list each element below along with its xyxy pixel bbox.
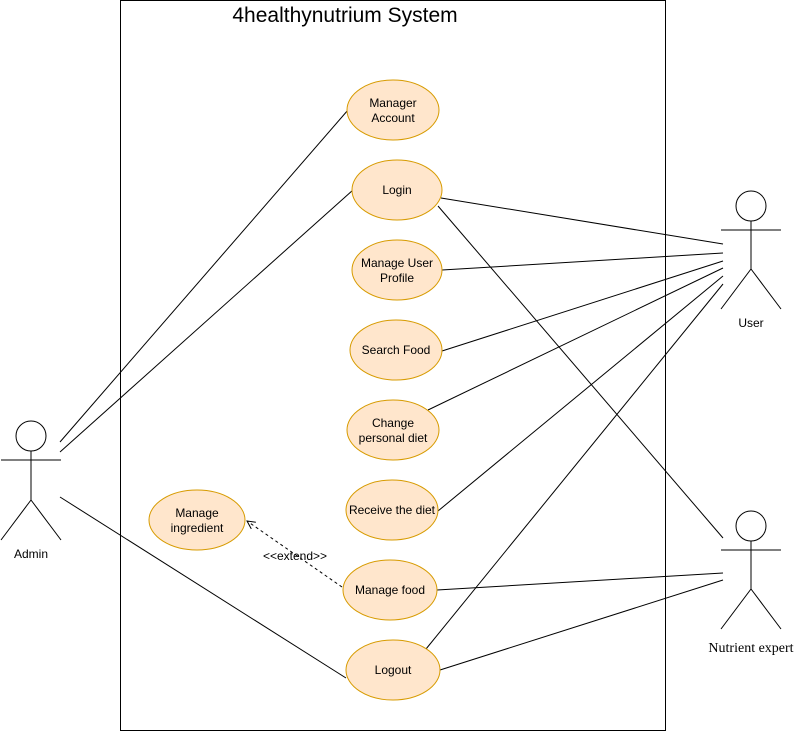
usecase-manage-ingredient[interactable]: Manage ingredient (148, 489, 246, 551)
actor-user-label: User (738, 316, 763, 330)
actor-right-leg (30, 499, 62, 541)
assoc-user-manage-profile (441, 252, 724, 271)
usecase-label: Account (371, 111, 415, 125)
usecase-label: Change (372, 416, 414, 430)
actor-head (15, 420, 47, 452)
extend-arrow (247, 521, 343, 588)
actor-right-leg (750, 268, 782, 310)
actor-head (735, 190, 767, 222)
usecase-manage-user-profile[interactable]: Manage User Profile (351, 239, 443, 301)
usecase-label: Search Food (362, 343, 431, 357)
assoc-user-login (440, 197, 724, 245)
usecase-logout[interactable]: Logout (345, 639, 441, 701)
usecase-label: Manager (369, 96, 416, 110)
actor-admin[interactable] (0, 420, 62, 541)
usecase-label: Login (382, 183, 411, 197)
assoc-user-change-diet (427, 267, 724, 411)
usecase-label: Manage (175, 506, 219, 520)
usecase-manager-account[interactable]: Manager Account (346, 79, 440, 141)
usecase-label: Manage food (355, 583, 425, 597)
extend-label: <<extend>> (263, 549, 327, 563)
actor-left-leg (0, 499, 32, 541)
usecase-label: personal diet (359, 431, 428, 445)
usecase-label: Logout (375, 663, 412, 677)
actor-left-leg (720, 588, 752, 630)
assoc-expert-logout (439, 579, 724, 671)
assoc-expert-login (437, 205, 724, 539)
usecase-label: Receive the diet (349, 503, 436, 517)
actor-nutrient-expert[interactable] (720, 510, 782, 630)
actor-left-leg (720, 268, 752, 310)
usecase-label: Manage User (361, 256, 433, 270)
actor-nutrient-expert-label: Nutrient expert (708, 641, 793, 656)
system-title: 4healthynutrium System (232, 4, 457, 27)
assoc-expert-manage-food (436, 572, 724, 591)
usecase-login[interactable]: Login (351, 159, 443, 221)
assoc-admin-login (59, 189, 354, 453)
usecase-receive-the-diet[interactable]: Receive the diet (345, 479, 439, 541)
assoc-user-search-food (441, 260, 724, 352)
usecase-change-personal-diet[interactable]: Change personal diet (346, 399, 440, 461)
actor-head (735, 510, 767, 542)
usecase-label: ingredient (171, 521, 224, 535)
assoc-user-receive-diet (437, 275, 724, 512)
assoc-admin-manager-account (59, 109, 349, 443)
actor-right-leg (750, 588, 782, 630)
usecase-manage-food[interactable]: Manage food (342, 559, 438, 621)
associations (59, 109, 724, 679)
usecase-label: Profile (380, 271, 414, 285)
system-boundary (120, 0, 666, 731)
usecase-search-food[interactable]: Search Food (349, 319, 443, 381)
actor-admin-label: Admin (14, 547, 48, 561)
actor-user[interactable] (720, 190, 782, 310)
assoc-admin-logout (59, 496, 347, 679)
